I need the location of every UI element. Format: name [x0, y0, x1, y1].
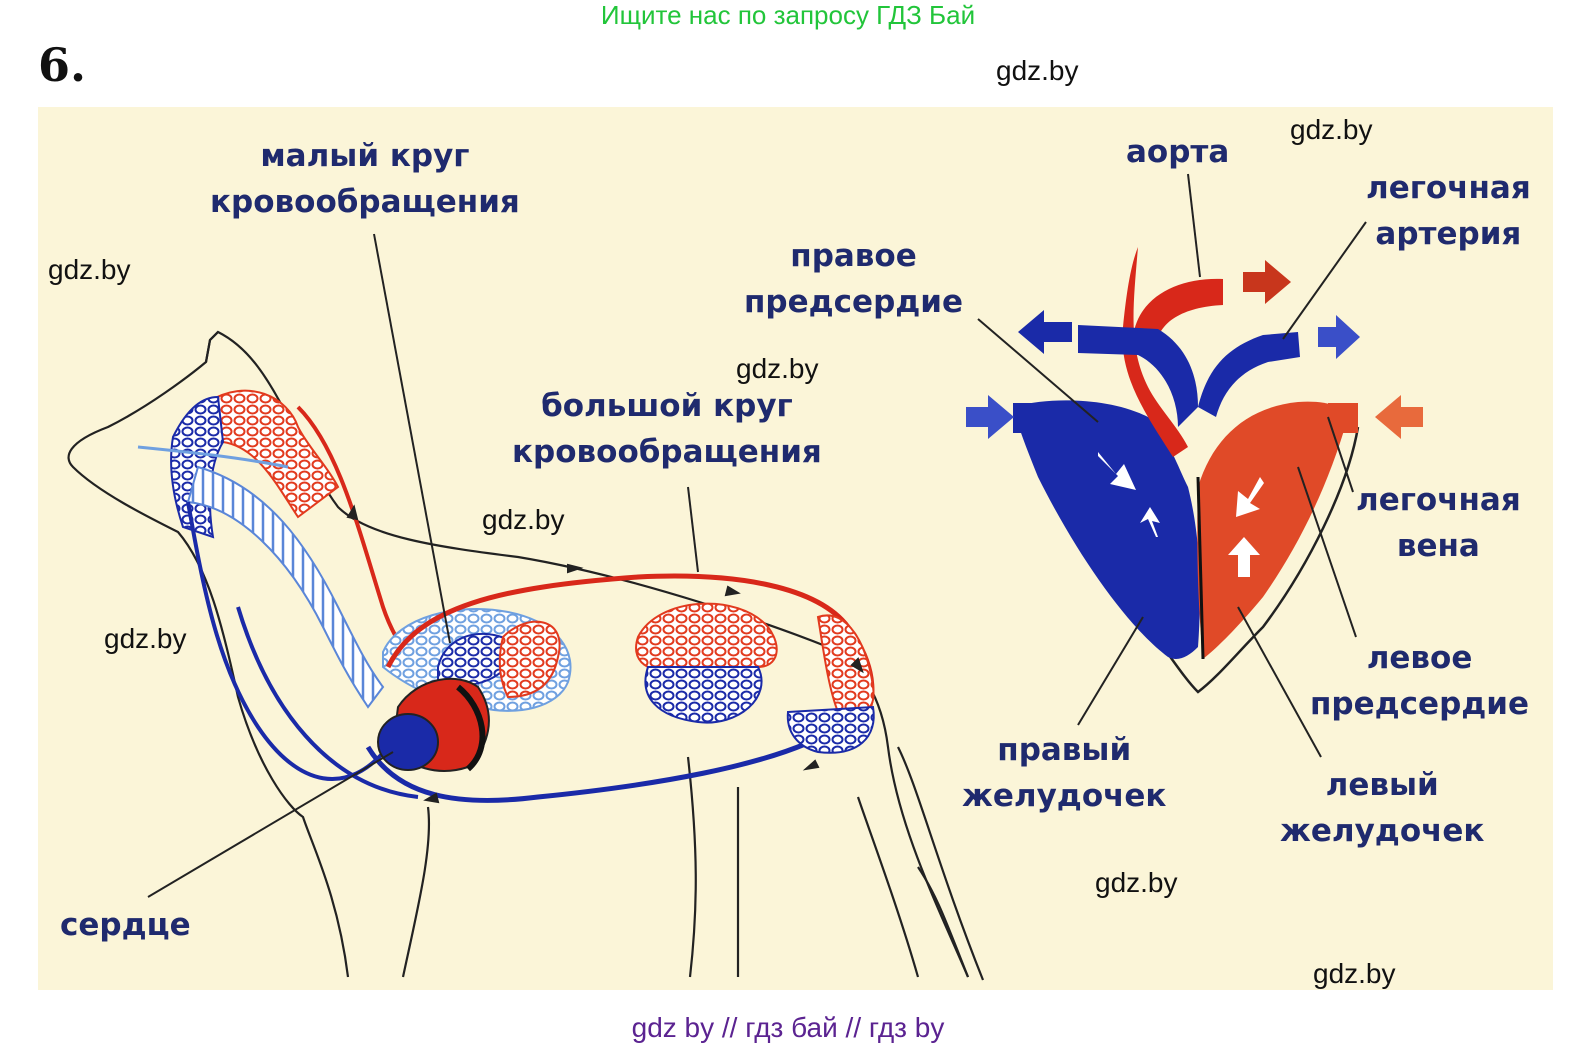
heart-arrows [966, 260, 1423, 577]
neck-vein [186, 501, 390, 782]
label-line: предсердие [1310, 686, 1530, 722]
label-left-atrium: левое предсердие [1310, 635, 1529, 727]
label-line: левое [1366, 640, 1473, 676]
heart-section [966, 173, 1423, 758]
leader-lines-dog [147, 233, 699, 898]
label-line: малый круг [260, 138, 470, 174]
organ-capillaries-blue [644, 666, 763, 724]
label-pulmonary-vein: легочная вена [1356, 477, 1521, 569]
label-line: кровообращения [512, 434, 822, 470]
label-line: желудочек [962, 778, 1167, 814]
hind-capillaries-red [816, 614, 875, 715]
watermark: gdz.by [48, 254, 131, 285]
label-pulmonary-circulation: малый круг кровообращения [210, 133, 520, 225]
label-pulmonary-artery: легочная артерия [1366, 165, 1531, 257]
search-hint-banner: Ищите нас по запросу ГДЗ Бай [600, 0, 976, 30]
right-heart-blue [1013, 400, 1200, 659]
label-line: правый [997, 732, 1132, 768]
hind-capillaries-blue [786, 705, 875, 754]
vena-cava [365, 724, 840, 803]
label-line: правое [790, 238, 917, 274]
lung-capillaries-red [498, 620, 561, 699]
label-line: большой круг [541, 388, 793, 424]
watermark: gdz.by [996, 55, 1079, 86]
watermark: gdz.by [482, 504, 565, 535]
watermark: gdz.by [1313, 958, 1396, 989]
label-systemic-circulation: большой круг кровообращения [512, 383, 822, 475]
watermark: gdz.by [1290, 114, 1373, 145]
footer-links: gdz by // гдз бай // гдз by [631, 1012, 945, 1043]
label-heart: сердце [60, 907, 191, 943]
label-right-atrium: правое предсердие [744, 233, 963, 325]
head-capillaries-red [206, 389, 340, 519]
pulmonary-artery-vessel [1198, 332, 1300, 417]
label-left-ventricle: левый желудочек [1280, 762, 1484, 854]
label-line: вена [1396, 528, 1480, 564]
watermark: gdz.by [104, 623, 187, 654]
label-line: кровообращения [210, 184, 520, 220]
circulation-diagram: малый круг кровообращения большой круг к… [38, 107, 1553, 990]
organ-capillaries-red [635, 602, 778, 668]
neck-vessel [186, 465, 385, 709]
label-line: желудочек [1280, 813, 1485, 849]
left-heart-red [1197, 401, 1348, 659]
dog-heart [377, 677, 490, 772]
label-line: артерия [1375, 216, 1522, 252]
label-line: левый [1325, 767, 1439, 803]
flow-arrows [346, 504, 864, 804]
label-right-ventricle: правый желудочек [962, 727, 1166, 819]
watermark: gdz.by [1095, 867, 1178, 898]
label-line: легочная [1356, 482, 1521, 518]
task-number: 6. [38, 38, 87, 92]
label-line: легочная [1366, 170, 1531, 206]
label-aorta: аорта [1126, 134, 1230, 170]
diagram-drawing [67, 173, 1423, 981]
label-line: предсердие [744, 284, 964, 320]
superior-vena-cava [1078, 325, 1198, 427]
leader-lines-heart [977, 173, 1367, 758]
watermark: gdz.by [736, 353, 819, 384]
